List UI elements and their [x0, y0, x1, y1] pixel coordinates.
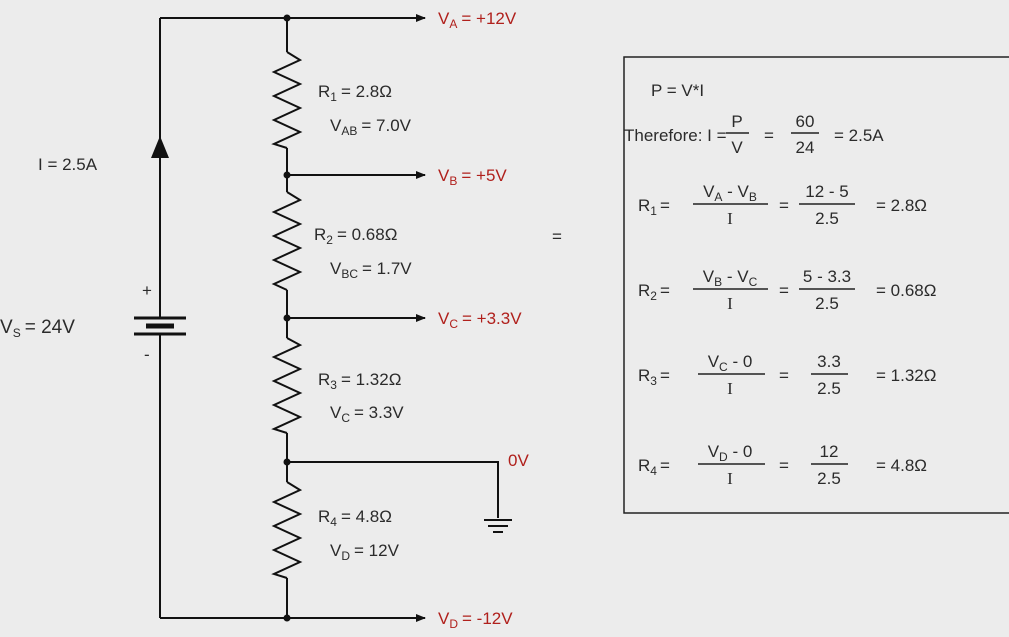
current-equation: Therefore: I = P V = 60 24 = 2.5A — [624, 112, 884, 157]
ground-label: 0V — [508, 451, 529, 470]
svg-text:R1=: R1= — [638, 196, 670, 218]
svg-text:2.5: 2.5 — [817, 469, 841, 488]
svg-text:VC - 0: VC - 0 — [708, 352, 753, 374]
svg-text:Therefore: I =: Therefore: I = — [624, 126, 727, 145]
equation-box — [623, 56, 1009, 514]
current-label: I = 2.5A — [38, 155, 98, 174]
svg-text:2.5: 2.5 — [817, 379, 841, 398]
svg-text:R3=: R3= — [638, 366, 670, 388]
svg-text:=: = — [779, 366, 789, 385]
resistor-r1-icon — [271, 51, 303, 149]
r4-voltage-label: VD= 12V — [330, 541, 400, 563]
r4-label: R4= 4.8Ω — [318, 507, 392, 529]
svg-text:12 - 5: 12 - 5 — [805, 182, 848, 201]
svg-text:VD - 0: VD - 0 — [708, 442, 753, 464]
source-voltage-label: VS= 24V — [0, 317, 75, 340]
svg-text:=: = — [779, 281, 789, 300]
svg-text:V: V — [731, 138, 743, 157]
svg-text:VB - VC: VB - VC — [703, 267, 758, 289]
output-vc-label: VC= +3.3V — [438, 309, 522, 331]
power-equation: P = V*I — [651, 81, 704, 100]
svg-text:2.5: 2.5 — [815, 209, 839, 228]
svg-text:=: = — [779, 196, 789, 215]
svg-text:60: 60 — [796, 112, 815, 131]
svg-text:I: I — [727, 294, 733, 313]
svg-text:= 2.5A: = 2.5A — [834, 126, 884, 145]
battery-icon — [134, 316, 186, 336]
output-vd-label: VD= -12V — [438, 609, 513, 631]
svg-text:I: I — [727, 469, 733, 488]
svg-text:I: I — [727, 209, 733, 228]
r2-equation: R2= VB - VC I = 5 - 3.3 2.5 = 0.68Ω — [638, 267, 936, 313]
battery-plus: + — [142, 281, 152, 300]
svg-text:= 0.68Ω: = 0.68Ω — [876, 281, 936, 300]
svg-text:VA - VB: VA - VB — [703, 182, 757, 204]
output-vb-label: VB= +5V — [438, 166, 507, 188]
r1-voltage-label: VAB= 7.0V — [330, 116, 412, 138]
r3-voltage-label: VC= 3.3V — [330, 403, 404, 425]
r1-equation: R1= VA - VB I = 12 - 5 2.5 = 2.8Ω — [638, 182, 927, 228]
svg-text:P: P — [731, 112, 742, 131]
svg-text:= 4.8Ω: = 4.8Ω — [876, 456, 927, 475]
resistor-r2-icon — [271, 191, 303, 291]
battery-minus: - — [144, 345, 150, 364]
svg-text:= 2.8Ω: = 2.8Ω — [876, 196, 927, 215]
svg-text:R2=: R2= — [638, 281, 670, 303]
junction-dots — [283, 14, 291, 622]
svg-text:= 1.32Ω: = 1.32Ω — [876, 366, 936, 385]
r2-label: R2= 0.68Ω — [314, 225, 397, 247]
r3-equation: R3= VC - 0 I = 3.3 2.5 = 1.32Ω — [638, 352, 936, 398]
svg-text:=: = — [764, 126, 774, 145]
equals-sign: = — [552, 227, 562, 246]
resistor-r3-icon — [271, 337, 303, 434]
r1-label: R1= 2.8Ω — [318, 82, 392, 104]
r4-equation: R4= VD - 0 I = 12 2.5 = 4.8Ω — [638, 442, 927, 488]
resistor-r4-icon — [271, 481, 303, 579]
r2-voltage-label: VBC= 1.7V — [330, 259, 412, 281]
r3-label: R3= 1.32Ω — [318, 370, 401, 392]
current-arrow-icon — [151, 136, 169, 158]
svg-text:R4=: R4= — [638, 456, 670, 478]
svg-text:=: = — [779, 456, 789, 475]
svg-text:5 - 3.3: 5 - 3.3 — [803, 267, 851, 286]
wires — [159, 14, 499, 622]
svg-text:3.3: 3.3 — [817, 352, 841, 371]
output-va-label: VA= +12V — [438, 9, 517, 31]
ground-wire — [287, 461, 499, 518]
svg-text:24: 24 — [796, 138, 815, 157]
svg-text:2.5: 2.5 — [815, 294, 839, 313]
svg-text:I: I — [727, 379, 733, 398]
ground-icon — [484, 519, 512, 533]
svg-text:12: 12 — [820, 442, 839, 461]
